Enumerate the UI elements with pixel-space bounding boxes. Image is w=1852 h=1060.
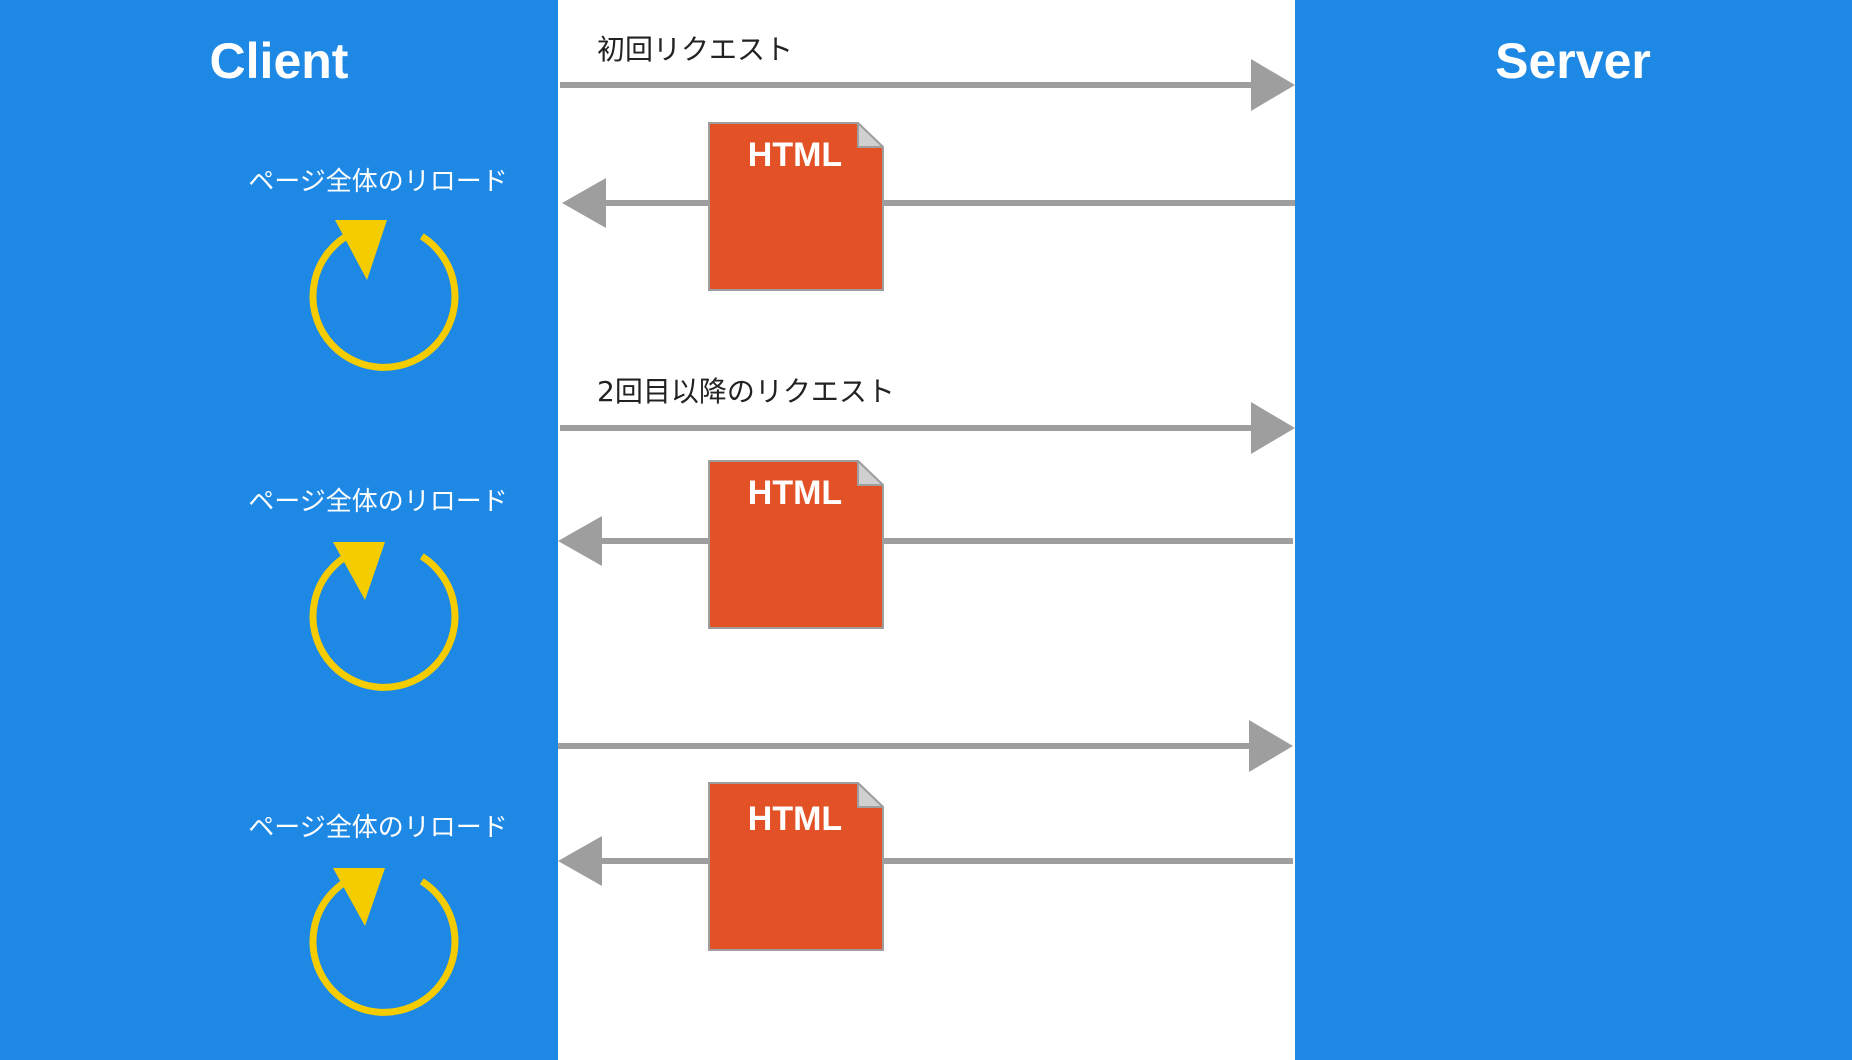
response-arrow <box>562 178 1295 228</box>
html-document: HTML <box>708 460 884 629</box>
html-document-label: HTML <box>748 136 842 174</box>
server-lane <box>1295 0 1852 1060</box>
reload-icon <box>309 220 459 371</box>
request-label: 2回目以降のリクエスト <box>597 375 895 408</box>
request-arrow <box>560 59 1295 111</box>
client-lane <box>0 0 558 1060</box>
reload-label: ページ全体のリロード <box>248 167 507 197</box>
reload-label: ページ全体のリロード <box>248 487 507 517</box>
response-arrow <box>558 836 1293 886</box>
request-label: 初回リクエスト <box>597 33 793 66</box>
server-title: Server <box>1495 33 1651 89</box>
html-document: HTML <box>708 122 884 291</box>
exchange-3: HTML ページ全体のリロード <box>248 720 1293 1016</box>
html-document: HTML <box>708 782 884 951</box>
html-document-label: HTML <box>748 474 842 512</box>
html-document-label: HTML <box>748 800 842 838</box>
request-arrow <box>558 720 1293 772</box>
exchange-2: 2回目以降のリクエスト HTML ページ全体のリロード <box>248 375 1295 691</box>
reload-label: ページ全体のリロード <box>248 813 507 843</box>
reload-icon <box>309 868 459 1016</box>
client-title: Client <box>210 33 349 89</box>
request-arrow <box>560 402 1295 454</box>
reload-icon <box>309 542 459 691</box>
exchange-1: 初回リクエスト HTML ページ全体のリロード <box>248 33 1295 371</box>
response-arrow <box>558 516 1293 566</box>
